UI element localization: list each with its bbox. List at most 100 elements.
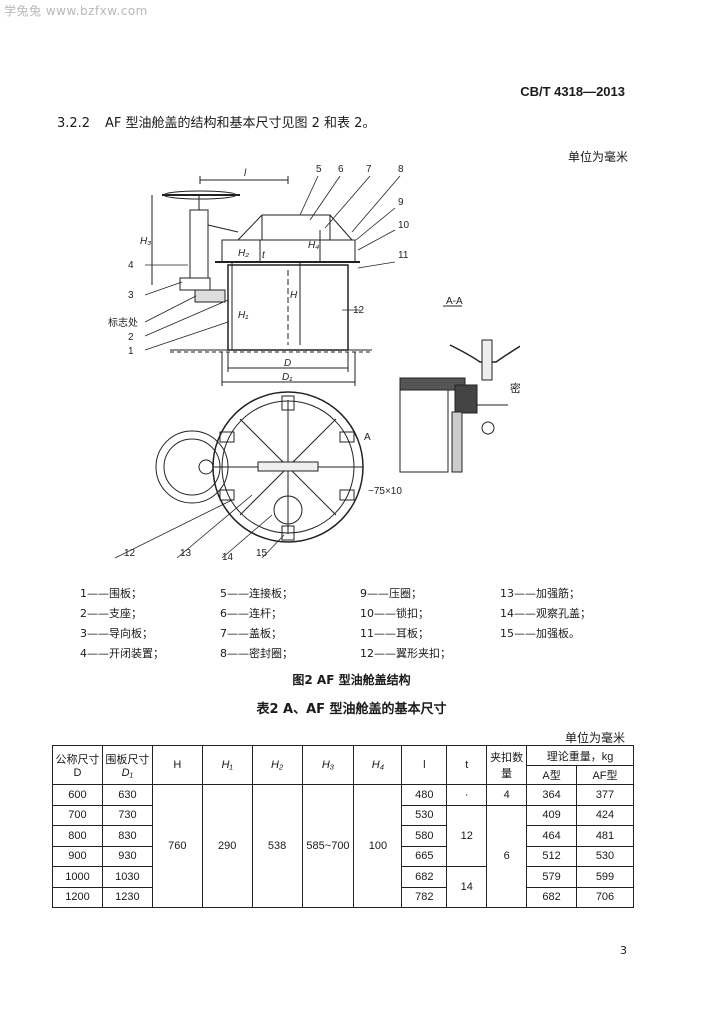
cell-t: · — [446, 784, 488, 806]
header-weight-af: AF型 — [576, 765, 634, 785]
table-title: 表2 A、AF 型油舱盖的基本尺寸 — [256, 702, 447, 717]
cell-weight-a: 579 — [526, 866, 577, 888]
cell-weight-af: 424 — [576, 804, 634, 826]
header-l: l — [401, 745, 448, 785]
cell-t: 14 — [446, 866, 488, 908]
dim-h1: H₁ — [238, 310, 248, 321]
legend-item: 13——加强筋； — [500, 587, 580, 600]
callout-numbers: 1 2 3 4 5 6 7 8 9 10 11 12 12 13 14 15 标… — [108, 164, 410, 563]
page-number: 3 — [620, 944, 627, 957]
legend-row: 1——围板； 5——连接板； 9——压圈； 13——加强筋； — [80, 585, 640, 605]
callout-14: 14 — [222, 552, 234, 563]
cell-weight-a: 364 — [526, 784, 577, 806]
header-t: t — [446, 745, 488, 785]
section-aa-view: A-A 密封圈保护装置 — [399, 296, 520, 473]
cell-l: 530 — [401, 804, 448, 826]
legend-item: 12——翼形夹扣； — [360, 647, 451, 660]
cell-h2: 538 — [251, 784, 303, 908]
cell-d1: 730 — [101, 804, 153, 826]
table-row: 1000 1030 682 14 579 599 — [52, 866, 634, 908]
cell-t: 12 — [446, 804, 488, 867]
legend-item — [500, 645, 640, 665]
callout-1: 1 — [128, 346, 134, 357]
callout-3: 3 — [128, 290, 134, 301]
cell-weight-a: 682 — [526, 886, 577, 908]
legend-item: 15——加强板。 — [500, 627, 580, 640]
section-marker-a: A — [364, 432, 371, 443]
header-weight-a: A型 — [526, 765, 577, 785]
legend-item: 11——耳板； — [360, 627, 429, 640]
cell-weight-a: 464 — [526, 825, 577, 847]
cell-d: 1200 — [52, 886, 103, 908]
legend-row: 3——导向板； 7——盖板； 11——耳板； 15——加强板。 — [80, 625, 640, 645]
callout-5: 5 — [316, 164, 322, 175]
header-h2: H₂ — [251, 745, 303, 785]
cell-l: 665 — [401, 845, 448, 867]
table-subheader-row: A型 AF型 — [53, 765, 634, 785]
size-annotation: ~75×10 — [368, 486, 402, 497]
callout-11: 11 — [398, 250, 409, 261]
legend-item: 2——支座； — [80, 607, 142, 620]
unit-label-figure: 单位为毫米 — [568, 150, 629, 164]
table-row: 700 730 530 12 6 409 424 — [52, 804, 634, 908]
cell-h3: 585~700 — [301, 784, 355, 908]
header-h1: H₁ — [201, 745, 253, 785]
cell-d: 700 — [52, 804, 103, 826]
cell-weight-af: 377 — [576, 784, 634, 806]
legend-item: 1——围板； — [80, 587, 142, 600]
dim-l: l — [244, 168, 247, 179]
plan-view: A ~75×10 — [155, 391, 402, 543]
callout-2: 2 — [128, 332, 134, 343]
cell-d: 900 — [52, 845, 103, 867]
callout-9: 9 — [398, 197, 404, 208]
cell-clamp: 6 — [486, 804, 528, 908]
legend-item: 9——压圈； — [360, 587, 422, 600]
legend-item: 6——连杆； — [220, 607, 282, 620]
cell-d1: 630 — [101, 784, 153, 806]
dim-d: D — [284, 358, 291, 369]
callout-12-plan: 12 — [124, 548, 136, 559]
cell-d1: 1030 — [101, 866, 153, 888]
callout-13: 13 — [180, 548, 192, 559]
cell-d1: 830 — [101, 825, 153, 847]
cell-weight-a: 409 — [526, 804, 577, 826]
standard-number: CB/T 4318—2013 — [520, 84, 625, 99]
legend-item: 3——导向板； — [80, 627, 153, 640]
dim-h3: H₃ — [140, 236, 151, 247]
section-text: AF 型油舱盖的结构和基本尺寸见图 2 和表 2。 — [105, 116, 376, 131]
legend-row: 2——支座； 6——连杆； 10——锁扣； 14——观察孔盖； — [80, 605, 640, 625]
figure-legend: 1——围板； 5——连接板； 9——压圈； 13——加强筋； 2——支座； 6—… — [80, 585, 640, 665]
mark-label: 标志处 — [108, 316, 138, 329]
callout-6: 6 — [338, 164, 344, 175]
callout-12-elevation: 12 — [353, 305, 365, 316]
watermark: 学兔兔 www.bzfxw.com — [4, 4, 148, 18]
callout-leaders — [114, 175, 401, 559]
cell-clamp: 4 — [486, 784, 528, 806]
cell-l: 782 — [401, 886, 448, 908]
header-clamp-count: 夹扣数量 — [486, 745, 528, 785]
header-h4: H₄ — [353, 745, 403, 785]
callout-15: 15 — [256, 548, 268, 559]
table-row: 1200 1230 782 682 706 — [52, 886, 634, 908]
legend-item: 14——观察孔盖； — [500, 607, 591, 620]
callout-8: 8 — [398, 164, 404, 175]
cell-l: 682 — [401, 866, 448, 888]
cell-weight-af: 599 — [576, 866, 634, 888]
header-h3: H₃ — [301, 745, 355, 785]
section-number: 3.2.2 — [57, 116, 91, 131]
callout-4: 4 — [128, 260, 134, 271]
header-h: H — [151, 745, 203, 785]
cell-h: 760 — [151, 784, 203, 908]
dim-d1: D₁ — [282, 372, 292, 383]
cell-weight-af: 706 — [576, 886, 634, 908]
cell-d: 800 — [52, 825, 103, 847]
seal-protection-label: 密封圈保护装置 — [510, 381, 520, 395]
cell-l: 480 — [401, 784, 448, 806]
cell-d1: 930 — [101, 845, 153, 867]
cell-l: 580 — [401, 825, 448, 847]
cell-d: 600 — [52, 784, 103, 806]
legend-item: 10——锁扣； — [360, 607, 429, 620]
